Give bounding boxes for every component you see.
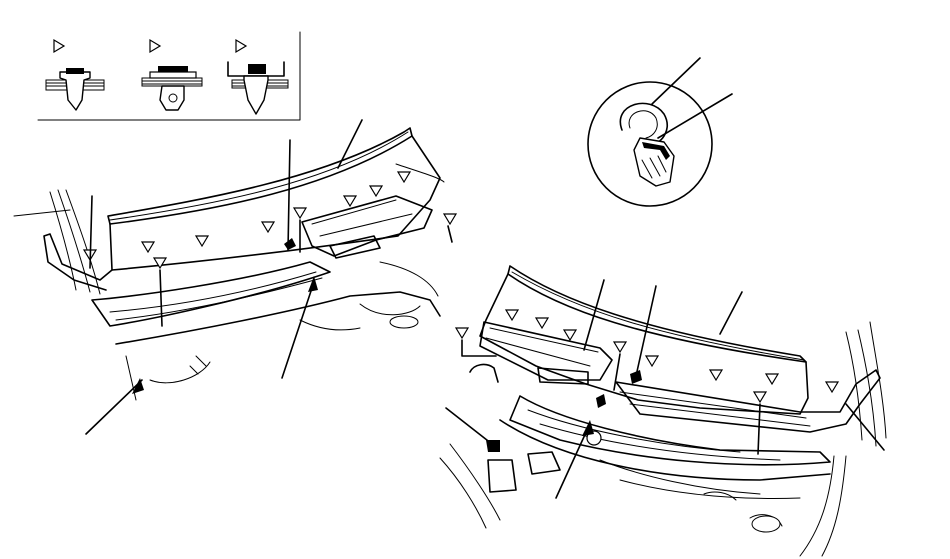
leader-line: [583, 279, 605, 351]
detail-inset: [587, 57, 733, 207]
cowl-end-left: [43, 233, 113, 291]
retainer-clip: [633, 137, 675, 187]
arrow-head-icon: [308, 276, 318, 292]
clip-part: [284, 238, 296, 250]
clip-c-marker-icon: [235, 38, 248, 54]
clip-part: [486, 440, 500, 452]
cowl-cover: [107, 127, 445, 271]
leader-line: [337, 119, 363, 169]
leader-line: [461, 339, 497, 357]
clip-part: [596, 394, 606, 408]
leader-line: [845, 403, 885, 451]
leader-line: [651, 57, 701, 105]
leader-line: [89, 195, 93, 269]
cowl-end-right: [615, 369, 881, 433]
cowl-tray-right: [469, 321, 613, 385]
leader-line: [555, 427, 589, 499]
leader-line: [719, 291, 743, 335]
leader-line: [635, 285, 657, 377]
cowl-tray: [301, 195, 433, 259]
clip-types-box: [37, 31, 301, 121]
hose-loop: [619, 102, 668, 147]
cowl-right-view: [439, 265, 887, 557]
leader-line: [287, 139, 291, 251]
under-cowl-panel-right: [439, 395, 831, 533]
leader-line: [85, 379, 143, 435]
fastener-markers: [82, 171, 458, 270]
clip-type-c: [227, 38, 289, 115]
leader-line: [613, 353, 621, 391]
leader-line: [657, 93, 733, 139]
under-cowl-panel: [91, 261, 441, 401]
clip-type-a: [45, 38, 105, 111]
clip-a-marker-icon: [53, 38, 66, 54]
leader-line: [281, 281, 315, 379]
clip-b-marker-icon: [149, 38, 162, 54]
arrow-head-icon: [132, 378, 144, 394]
clip-part: [630, 370, 642, 384]
fastener-markers-right: [454, 309, 840, 404]
arrow-head-icon: [582, 420, 594, 436]
leader-line: [447, 225, 453, 243]
cowl-left-view: [13, 119, 458, 435]
leader-line: [159, 269, 163, 327]
leader-line: [757, 403, 761, 455]
clip-type-b: [141, 38, 203, 111]
leader-line: [445, 407, 493, 445]
